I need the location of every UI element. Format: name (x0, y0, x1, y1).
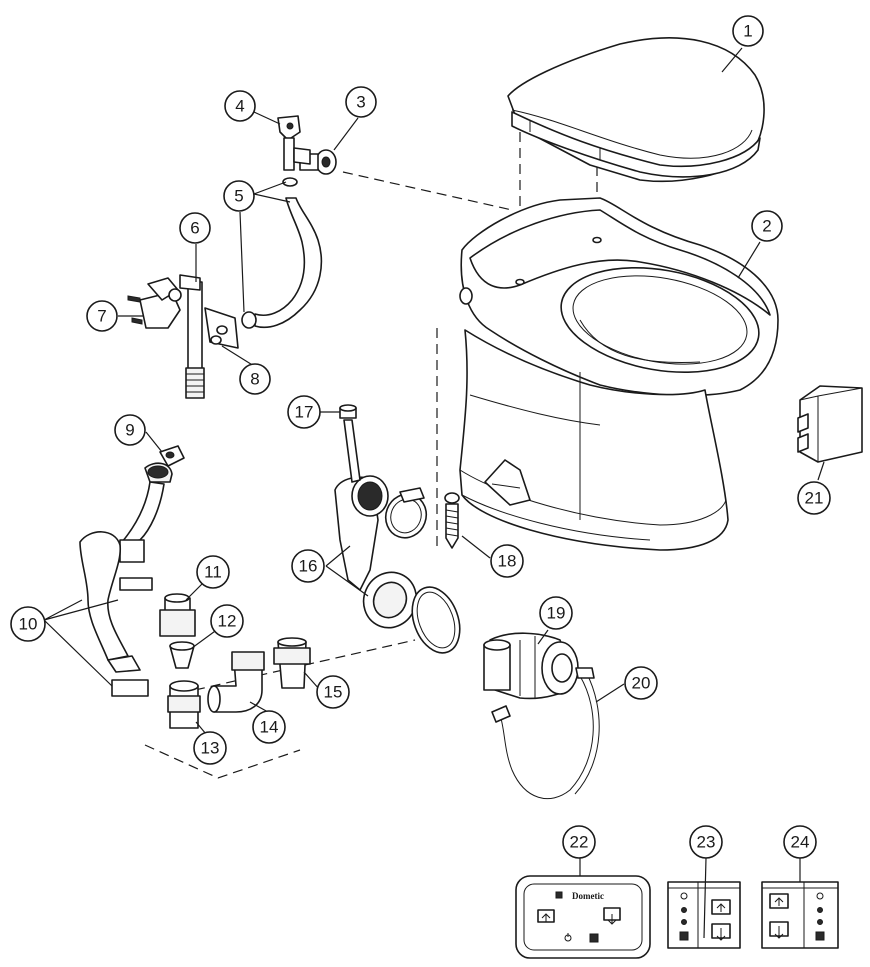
indicator-led-icon (817, 907, 823, 913)
callout-number: 19 (547, 604, 566, 623)
control-panel-standard: Dometic (515, 875, 651, 959)
callout-number: 12 (218, 612, 237, 631)
mounting-bolt (444, 492, 460, 549)
power-icon (680, 892, 688, 900)
indicator-led-icon (815, 931, 825, 941)
control-module (797, 385, 863, 463)
callout-number: 8 (250, 370, 259, 389)
hose-adapter (159, 593, 196, 637)
vacuum-breaker (277, 115, 311, 171)
callout-22: 22 (562, 825, 596, 859)
callout-21: 21 (797, 481, 831, 515)
fill-bowl-icon (711, 899, 731, 915)
callout-3: 3 (345, 86, 377, 118)
callout-number: 4 (235, 97, 244, 116)
seal-and-clamp-set (334, 475, 461, 654)
indicator-led-icon (681, 907, 687, 913)
callout-number: 22 (570, 833, 589, 852)
callout-19: 19 (539, 596, 573, 630)
mounting-bracket (204, 307, 239, 349)
callout-1: 1 (732, 15, 764, 47)
pipe-cap (339, 404, 361, 483)
callout-13: 13 (193, 731, 227, 765)
inlet-pipe (185, 281, 205, 399)
callout-number: 13 (201, 739, 220, 758)
straight-fitting (273, 637, 311, 689)
elbow-fitting (207, 651, 265, 713)
callout-10: 10 (10, 606, 46, 642)
callout-number: 5 (234, 187, 243, 206)
water-valve (127, 274, 201, 329)
callout-number: 9 (125, 421, 134, 440)
callout-number: 2 (762, 217, 771, 236)
callout-11: 11 (196, 555, 230, 589)
toilet-bowl (459, 197, 779, 551)
indicator-led-icon (681, 919, 687, 925)
fill-bowl-icon (537, 909, 555, 923)
callout-number: 1 (743, 22, 752, 41)
indicator-led-icon (589, 933, 599, 943)
callout-15: 15 (316, 675, 350, 709)
callout-18: 18 (490, 544, 524, 578)
callout-14: 14 (252, 710, 286, 744)
callout-5: 5 (223, 180, 255, 212)
callout-number: 11 (204, 563, 222, 582)
power-icon (564, 933, 572, 942)
callout-6: 6 (179, 212, 211, 244)
flush-bowl-icon (769, 921, 789, 939)
indicator-led-icon (817, 919, 823, 925)
macerator-pump (483, 632, 579, 700)
pump-strap (491, 667, 600, 800)
dometic-logo-icon (555, 891, 563, 899)
callout-17: 17 (287, 395, 321, 429)
callout-7: 7 (86, 300, 118, 332)
outlet-fitting (167, 680, 201, 729)
fill-bowl-icon (769, 893, 789, 909)
callout-24: 24 (783, 825, 817, 859)
callout-number: 17 (295, 403, 314, 422)
callout-number: 14 (260, 718, 279, 737)
callout-number: 15 (324, 683, 343, 702)
indicator-led-icon (679, 931, 689, 941)
control-panel-vertical-alt (761, 881, 839, 949)
flush-bowl-icon (711, 923, 731, 941)
callout-23: 23 (689, 825, 723, 859)
power-icon (816, 892, 824, 900)
brand-label: Dometic (572, 891, 604, 901)
callout-8: 8 (239, 363, 271, 395)
callout-number: 20 (632, 674, 651, 693)
callout-number: 23 (697, 833, 716, 852)
callout-number: 3 (356, 93, 365, 112)
water-hose (241, 177, 323, 329)
callout-9: 9 (114, 414, 146, 446)
callout-number: 6 (190, 219, 199, 238)
callout-16: 16 (291, 549, 325, 583)
discharge-hoses (79, 462, 173, 697)
seat-and-lid (507, 37, 765, 183)
callout-number: 10 (19, 615, 38, 634)
callout-4: 4 (224, 90, 256, 122)
callout-number: 18 (498, 552, 517, 571)
callout-12: 12 (210, 604, 244, 638)
callout-20: 20 (624, 666, 658, 700)
duckbill-valve (169, 641, 195, 669)
flush-bowl-icon (603, 907, 621, 925)
hose-cap (159, 445, 185, 467)
callout-number: 7 (97, 307, 106, 326)
callout-number: 24 (791, 833, 810, 852)
callout-number: 21 (805, 489, 824, 508)
callout-2: 2 (751, 210, 783, 242)
callout-number: 16 (299, 557, 318, 576)
